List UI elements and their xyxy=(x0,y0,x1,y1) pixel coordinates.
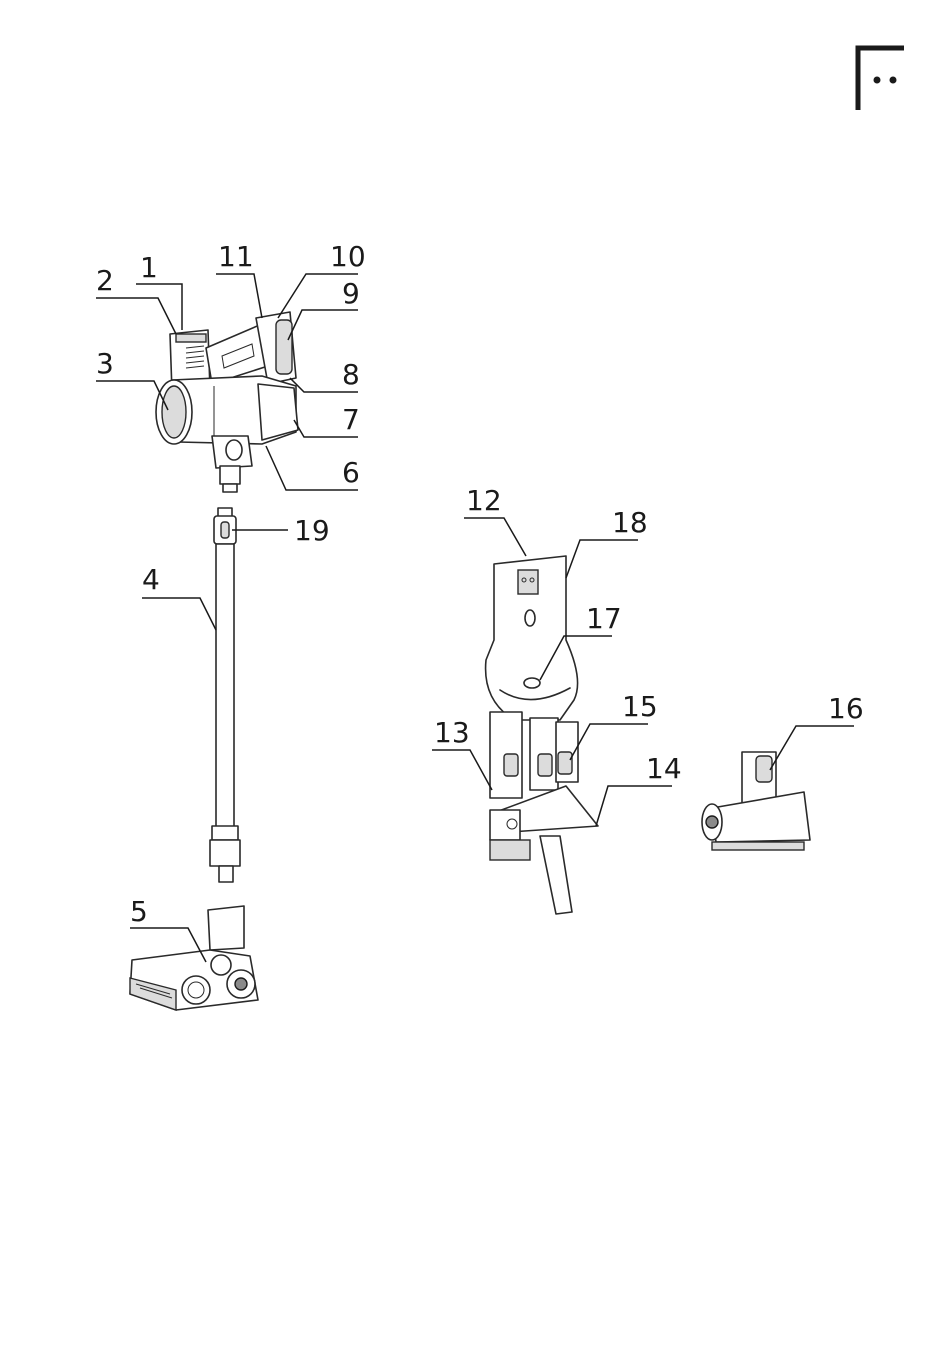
callout-18: 18 xyxy=(566,506,648,578)
callout-14: 14 xyxy=(596,752,682,826)
callout-18-number: 18 xyxy=(612,506,648,539)
callout-6: 6 xyxy=(266,446,360,490)
callout-4: 4 xyxy=(142,563,216,630)
callout-12-number: 12 xyxy=(466,484,502,517)
callout-9-number: 9 xyxy=(342,277,360,310)
callout-7: 7 xyxy=(294,403,360,437)
callout-11-number: 11 xyxy=(218,240,254,273)
callout-13: 13 xyxy=(432,716,492,790)
callout-13-number: 13 xyxy=(434,716,470,749)
main-unit-drawing xyxy=(156,312,298,492)
callout-3-number: 3 xyxy=(96,347,114,380)
callout-19-number: 19 xyxy=(294,514,330,547)
callout-16: 16 xyxy=(770,692,864,770)
wall-mount-drawing xyxy=(486,556,598,914)
callout-15-number: 15 xyxy=(622,690,658,723)
extension-tube-drawing xyxy=(210,508,240,882)
callout-11: 11 xyxy=(216,240,262,318)
callout-19: 19 xyxy=(232,514,330,547)
callout-1: 1 xyxy=(136,251,182,330)
callout-8: 8 xyxy=(290,358,360,392)
floor-brush-drawing xyxy=(130,906,258,1010)
callout-14-number: 14 xyxy=(646,752,682,785)
callout-17-number: 17 xyxy=(586,602,622,635)
callout-7-number: 7 xyxy=(342,403,360,436)
callout-2-number: 2 xyxy=(96,264,114,297)
callout-6-number: 6 xyxy=(342,456,360,489)
callout-1-number: 1 xyxy=(140,251,158,284)
brand-logo xyxy=(858,48,904,110)
callout-16-number: 16 xyxy=(828,692,864,725)
callout-12: 12 xyxy=(464,484,526,556)
callout-8-number: 8 xyxy=(342,358,360,391)
mini-turbo-brush-drawing xyxy=(702,752,810,850)
callout-2: 2 xyxy=(96,264,176,334)
callout-5-number: 5 xyxy=(130,895,148,928)
callout-10-number: 10 xyxy=(330,240,366,273)
callout-4-number: 4 xyxy=(142,563,160,596)
callout-15: 15 xyxy=(570,690,658,760)
